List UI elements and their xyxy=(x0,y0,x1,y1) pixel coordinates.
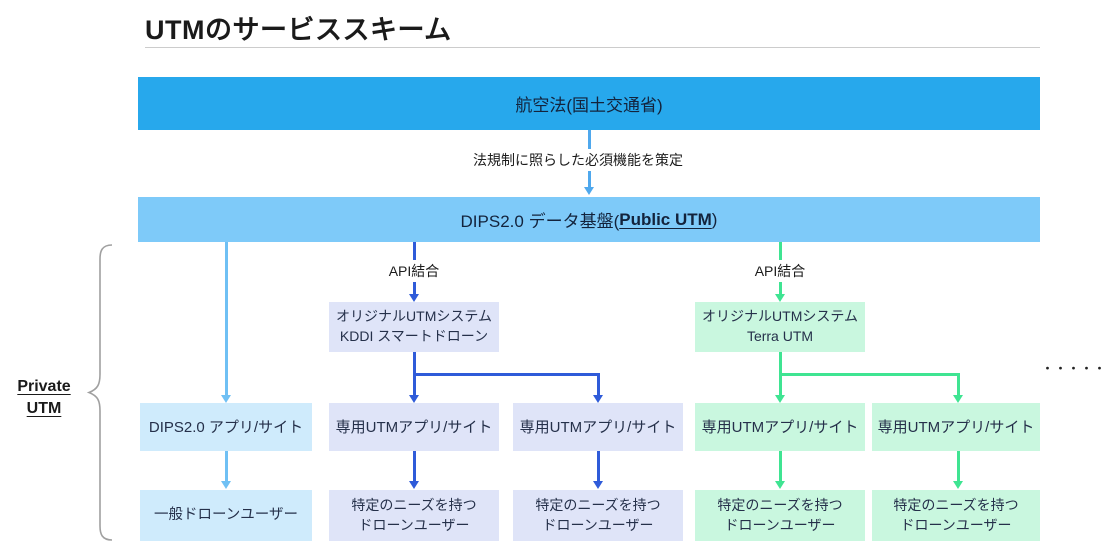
terra-split-arrow-left xyxy=(774,395,785,403)
app-box-kddi-1: 専用UTMアプリ/サイト xyxy=(329,403,499,451)
user-arrow-line-1 xyxy=(224,451,228,481)
dips-branch-line xyxy=(224,242,228,395)
page-title: UTMのサービススキーム xyxy=(145,15,452,45)
user-box-specific-2-line2: ドローンユーザー xyxy=(542,516,654,533)
public-utm-label: Public UTM xyxy=(619,209,712,229)
user-arrow-head-3 xyxy=(592,481,603,489)
flow-arrow-label: 法規制に照らした必須機能を策定 xyxy=(469,149,687,171)
app-box-kddi-1-label: 専用UTMアプリ/サイト xyxy=(335,418,493,436)
terra-split-hline xyxy=(778,373,960,376)
terra-system-box: オリジナルUTMシステム Terra UTM xyxy=(695,302,865,352)
user-box-specific-3-line1: 特定のニーズを持つ xyxy=(717,496,843,513)
app-box-terra-1: 専用UTMアプリ/サイト xyxy=(695,403,865,451)
app-box-terra-1-label: 専用UTMアプリ/サイト xyxy=(701,418,859,436)
kddi-split-arrow-left xyxy=(408,395,419,403)
app-box-kddi-2: 専用UTMアプリ/サイト xyxy=(513,403,683,451)
terra-api-label: API結合 xyxy=(750,260,810,282)
user-arrow-head-2 xyxy=(408,481,419,489)
user-box-specific-2-line1: 特定のニーズを持つ xyxy=(535,496,661,513)
app-box-dips: DIPS2.0 アプリ/サイト xyxy=(140,403,312,451)
kddi-split-arrow-right xyxy=(592,395,603,403)
private-utm-label-line2: UTM xyxy=(26,399,62,417)
terra-system-line1: オリジナルUTMシステム xyxy=(702,308,858,325)
user-box-specific-1-line1: 特定のニーズを持つ xyxy=(351,496,477,513)
terra-api-arrow-head xyxy=(774,294,785,302)
dips-banner-suffix: ) xyxy=(711,209,718,229)
user-box-specific-1: 特定のニーズを持つ ドローンユーザー xyxy=(329,490,499,541)
user-box-general-label: 一般ドローンユーザー xyxy=(154,507,298,524)
user-arrow-line-2 xyxy=(412,451,416,481)
user-arrow-head-1 xyxy=(220,481,231,489)
user-box-specific-1-line2: ドローンユーザー xyxy=(358,516,470,533)
user-box-general: 一般ドローンユーザー xyxy=(140,490,312,541)
private-utm-label: Private UTM xyxy=(4,376,84,419)
dips-banner-prefix: DIPS2.0 データ基盤( xyxy=(460,212,620,231)
flow-arrow-head xyxy=(583,187,594,195)
dips-branch-arrow-head xyxy=(220,395,231,403)
kddi-api-arrow-head xyxy=(408,294,419,302)
app-box-kddi-2-label: 専用UTMアプリ/サイト xyxy=(519,418,677,436)
user-box-specific-3: 特定のニーズを持つ ドローンユーザー xyxy=(695,490,865,541)
user-box-specific-4-line1: 特定のニーズを持つ xyxy=(893,496,1019,513)
kddi-system-line2: KDDI スマートドローン xyxy=(339,328,489,344)
title-divider xyxy=(145,47,1040,48)
kddi-api-label: API結合 xyxy=(384,260,444,282)
kddi-system-box: オリジナルUTMシステム KDDI スマートドローン xyxy=(329,302,499,352)
aviation-law-banner: 航空法(国土交通省) xyxy=(138,77,1040,130)
terra-split-arrow-right xyxy=(952,395,963,403)
kddi-system-line1: オリジナルUTMシステム xyxy=(336,308,492,325)
user-box-specific-4: 特定のニーズを持つ ドローンユーザー xyxy=(872,490,1040,541)
user-box-specific-2: 特定のニーズを持つ ドローンユーザー xyxy=(513,490,683,541)
user-arrow-head-5 xyxy=(952,481,963,489)
user-arrow-line-4 xyxy=(778,451,782,481)
terra-system-line2: Terra UTM xyxy=(746,328,814,344)
user-box-specific-4-line2: ドローンユーザー xyxy=(900,516,1012,533)
dips-platform-banner: DIPS2.0 データ基盤(Public UTM) xyxy=(138,197,1040,242)
user-arrow-line-5 xyxy=(956,451,960,481)
terra-split-line-right xyxy=(956,373,960,395)
private-utm-label-line1: Private xyxy=(17,378,71,395)
app-box-terra-2-label: 専用UTMアプリ/サイト xyxy=(877,418,1035,436)
app-box-terra-2: 専用UTMアプリ/サイト xyxy=(872,403,1040,451)
user-arrow-line-3 xyxy=(596,451,600,481)
kddi-split-line-right xyxy=(596,373,600,395)
user-box-specific-3-line2: ドローンユーザー xyxy=(724,516,836,533)
app-box-dips-label: DIPS2.0 アプリ/サイト xyxy=(148,418,304,436)
kddi-split-hline xyxy=(412,373,600,376)
user-arrow-head-4 xyxy=(774,481,785,489)
private-utm-brace xyxy=(86,244,113,541)
continuation-dots: ・・・・・ xyxy=(1042,363,1104,375)
aviation-law-label: 航空法(国土交通省) xyxy=(515,96,663,115)
